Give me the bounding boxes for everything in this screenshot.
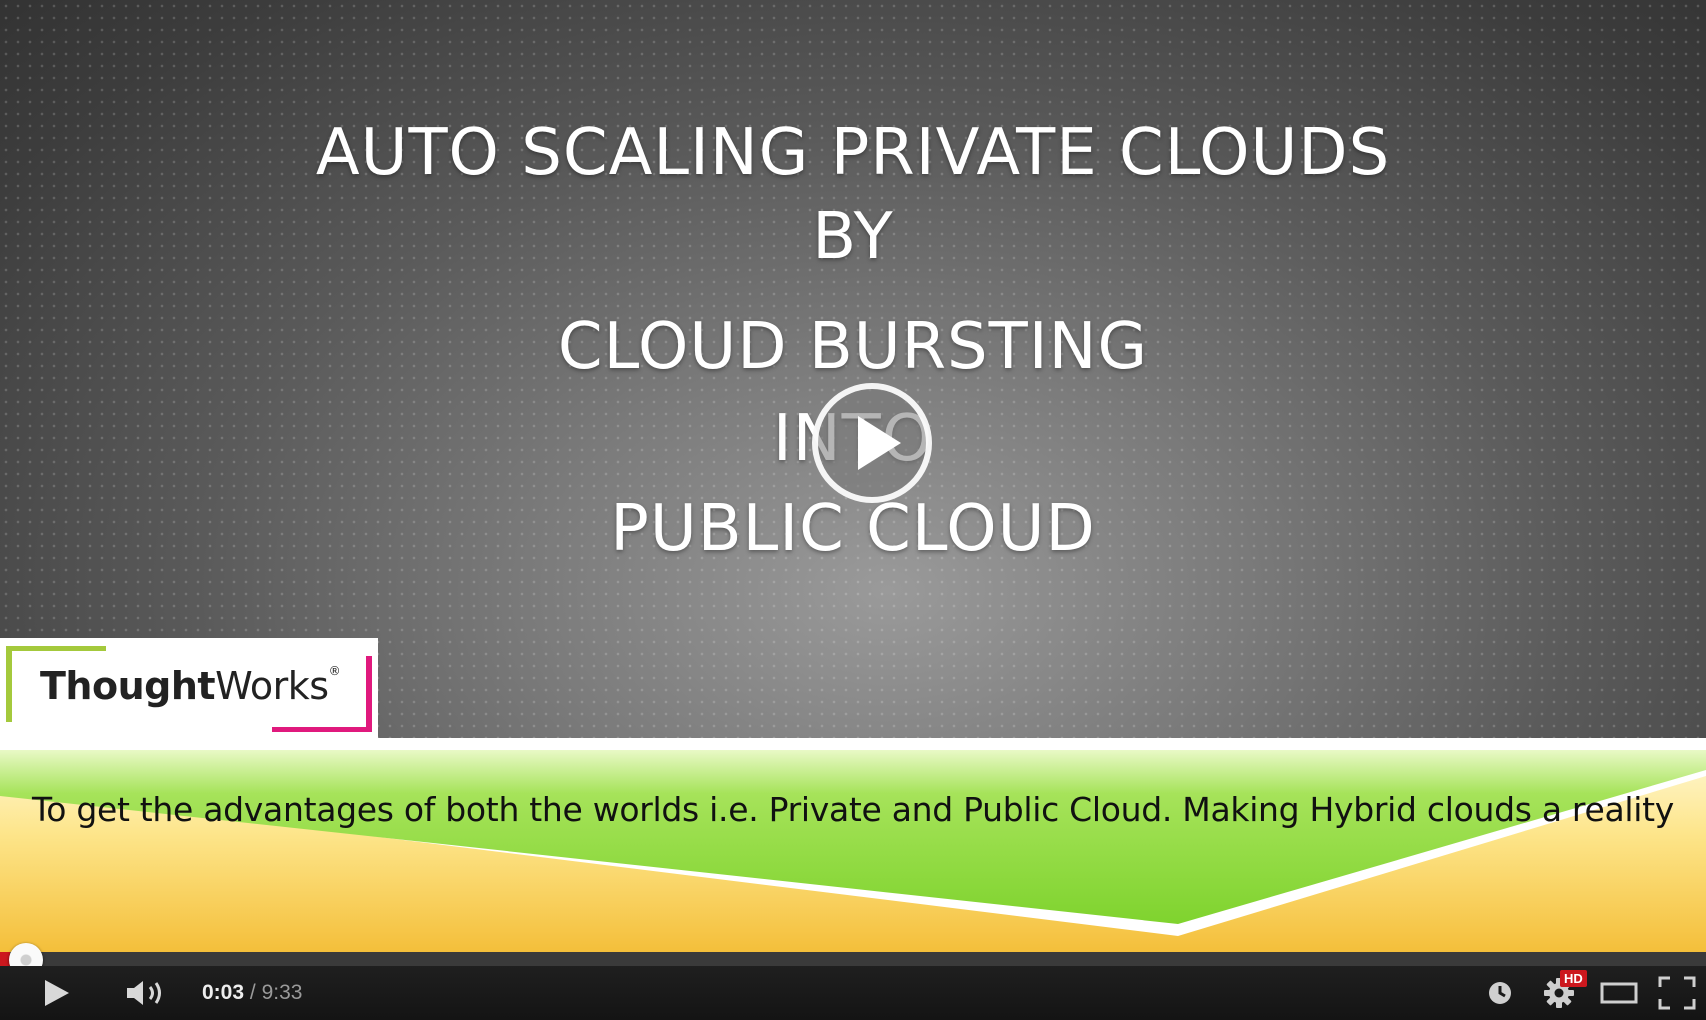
fullscreen-button[interactable] [1654, 966, 1700, 1020]
logo-green-bracket-top [6, 646, 106, 651]
theater-mode-icon [1600, 982, 1638, 1004]
fullscreen-icon [1658, 976, 1696, 1010]
video-frame[interactable]: AUTO SCALING PRIVATE CLOUDS BY CLOUD BUR… [0, 0, 1706, 952]
slide-title-line-3: CLOUD BURSTING [557, 310, 1149, 384]
duration: 9:33 [261, 981, 303, 1004]
play-icon [45, 980, 69, 1006]
time-separator: / [249, 981, 256, 1004]
current-time: 0:03 [202, 981, 245, 1004]
play-button[interactable] [34, 966, 78, 1020]
control-bar [0, 966, 1706, 1020]
volume-icon [127, 981, 161, 1005]
mute-button[interactable] [120, 966, 170, 1020]
progress-played [0, 952, 10, 966]
slide-background-pattern [0, 0, 1706, 740]
logo-text: ThoughtWorks® [40, 664, 341, 708]
big-play-icon [858, 416, 901, 470]
settings-button[interactable] [1537, 966, 1581, 1020]
slide-title-line-1: AUTO SCALING PRIVATE CLOUDS [315, 116, 1391, 190]
slide-banner [0, 738, 1706, 952]
logo-green-bracket [6, 646, 12, 722]
progress-bar[interactable] [0, 952, 1706, 966]
watch-later-button[interactable] [1480, 966, 1520, 1020]
slide-title-line-5: PUBLIC CLOUD [610, 492, 1096, 566]
slide-title-line-2: BY [812, 200, 894, 274]
settings-icon [1544, 978, 1574, 1008]
hd-quality-badge: HD [1560, 970, 1587, 987]
logo-pink-bracket-bottom [272, 727, 372, 732]
watch-later-icon [1489, 982, 1511, 1004]
theater-mode-button[interactable] [1596, 966, 1642, 1020]
thoughtworks-logo: ThoughtWorks® [0, 638, 378, 738]
big-play-button[interactable] [812, 383, 932, 503]
slide-banner-text: To get the advantages of both the worlds… [31, 790, 1675, 829]
time-display: 0:03 / 9:33 [202, 966, 302, 1020]
logo-pink-bracket [366, 656, 372, 732]
